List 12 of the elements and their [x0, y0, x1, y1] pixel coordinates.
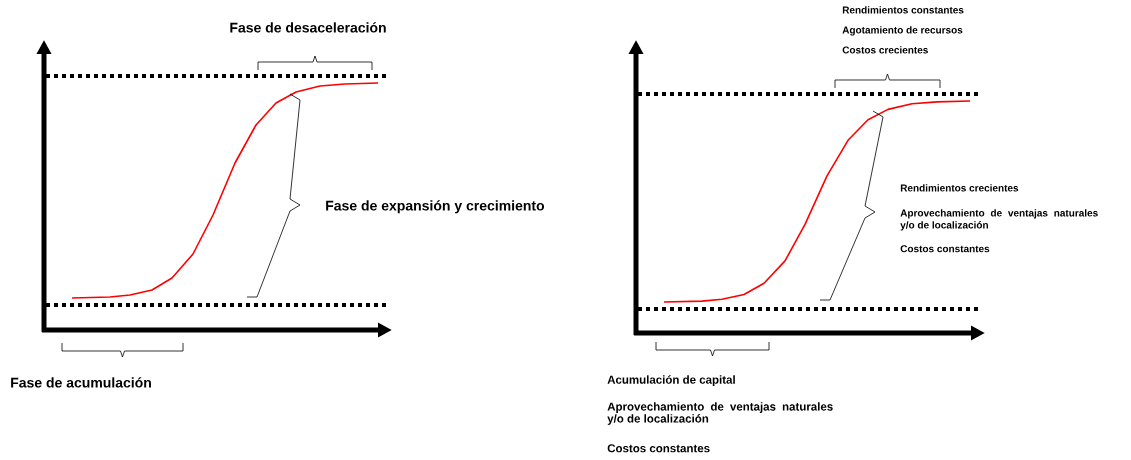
note-text: Rendimientos constantes [842, 6, 964, 14]
note-text: Costos crecientes [842, 46, 928, 54]
note-text: Agotamiento de recursos [842, 26, 963, 36]
phase-label: Fase de acumulación [11, 377, 151, 388]
phase-label: Fase de expansión y crecimiento [326, 200, 545, 214]
phase-label: Fase de desaceleración [230, 22, 386, 33]
note-text: Costos constantes [900, 245, 990, 253]
note-text: Aprovechamiento de ventajas naturales y/o de localización [607, 402, 833, 425]
note-text: Acumulación de capital [607, 375, 735, 386]
note-text: Costos constantes [607, 444, 710, 453]
note-text: Aprovechamiento de ventajas naturales y/o de localización [900, 209, 1098, 231]
note-text: Rendimientos crecientes [900, 184, 1019, 192]
